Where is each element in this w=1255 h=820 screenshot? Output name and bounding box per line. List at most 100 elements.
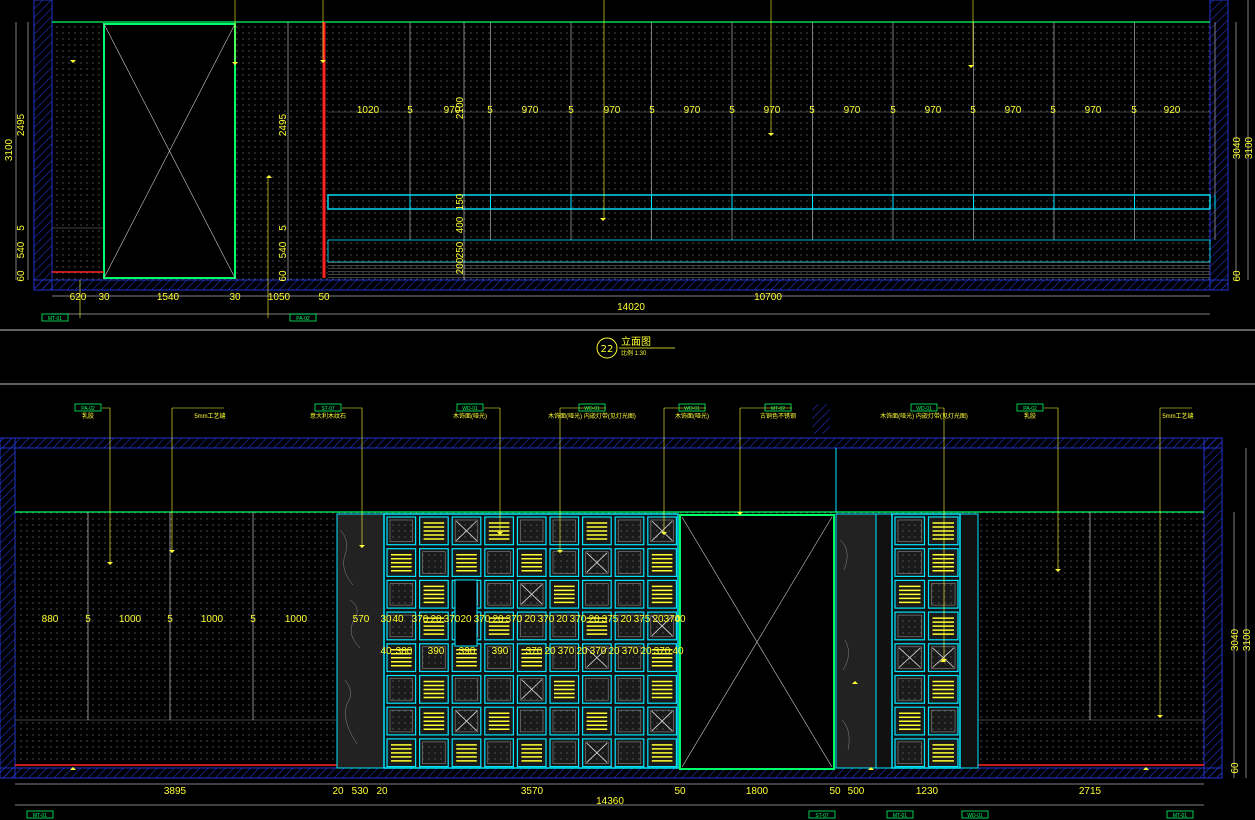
- cell-panel: [422, 741, 446, 764]
- dim-label: 1000: [285, 614, 308, 625]
- cell-cross: [455, 520, 478, 541]
- dim-label: 10700: [754, 292, 782, 303]
- dim-label: 5: [167, 614, 173, 625]
- dim-label: 40: [380, 646, 392, 657]
- dim-label: 3570: [521, 786, 544, 797]
- cell-panel: [520, 614, 544, 638]
- dim-label: 1020: [357, 105, 380, 116]
- cell-panel: [552, 614, 576, 638]
- dim-label: 370: [664, 614, 681, 625]
- cell-panel: [487, 646, 511, 669]
- v-dim: 200: [455, 257, 466, 274]
- dim-label: 530: [352, 786, 369, 797]
- dim-label: 1050: [268, 292, 291, 303]
- cell-panel: [487, 551, 511, 574]
- callout-note: 木饰面(哑光): [675, 412, 709, 420]
- dim-label: 970: [684, 105, 701, 116]
- callout-code: PA-02: [81, 406, 95, 412]
- dim-label: 40: [672, 646, 684, 657]
- callout: 5mm工艺缝: [1157, 407, 1194, 718]
- dim-label: 5: [487, 105, 493, 116]
- section-name: 立面图: [621, 335, 651, 348]
- cell-panel: [897, 678, 922, 701]
- cell-panel: [617, 614, 642, 638]
- bottom-tag-box: [961, 810, 989, 819]
- left-wall-hatch-b: [0, 437, 16, 779]
- cell-panel: [454, 678, 479, 701]
- bottom-tag-box: [1166, 810, 1194, 819]
- v-dim: 3100: [1244, 136, 1255, 159]
- dim-label: 970: [1085, 105, 1102, 116]
- cell-panel: [552, 551, 576, 574]
- cell-panel: [617, 741, 642, 764]
- v-dim: 400: [455, 216, 466, 233]
- dim-label: 20: [608, 646, 620, 657]
- v-dim: 540: [278, 241, 289, 258]
- v-dim: 60: [278, 270, 289, 282]
- dim-label: 50: [829, 786, 841, 797]
- dim-label: 20: [460, 614, 472, 625]
- cell-panel: [617, 646, 642, 669]
- dim-label: 5: [407, 105, 413, 116]
- dim-label: 970: [444, 105, 461, 116]
- cell-cross: [455, 710, 478, 732]
- cell-panel: [552, 709, 576, 733]
- dim-label: 5: [729, 105, 735, 116]
- v-dim: 60: [16, 270, 27, 282]
- cell-cross: [521, 679, 543, 700]
- callout-code: ST-07: [321, 406, 335, 412]
- bottom-tag-box: [26, 810, 54, 819]
- cell-panel: [520, 709, 544, 733]
- dim-label: 970: [764, 105, 781, 116]
- callout-note: 5mm工艺缝: [194, 412, 225, 420]
- dim-label: 5: [568, 105, 574, 116]
- cell-panel: [552, 519, 576, 543]
- dim-label: 970: [925, 105, 942, 116]
- v-dim: 150: [455, 193, 466, 210]
- cell-panel: [897, 741, 922, 764]
- dim-label: 20: [576, 646, 588, 657]
- v-dim: 3040: [1232, 136, 1243, 159]
- dim-label: 20: [588, 614, 600, 625]
- v-dim: 250: [455, 241, 466, 258]
- bottom-tag: WD-01: [967, 813, 983, 819]
- dim-label: 620: [70, 292, 87, 303]
- cell-panel: [520, 519, 544, 543]
- cell-panel: [422, 551, 446, 574]
- callout-code: MT-02: [771, 406, 785, 412]
- dim-label: 370: [570, 614, 587, 625]
- cell-panel: [617, 678, 642, 701]
- cell-panel: [585, 583, 609, 606]
- cell-panel: [389, 614, 413, 638]
- cell-panel: [897, 519, 922, 543]
- cell-cross: [521, 584, 543, 605]
- tag-mt01: MT-01: [48, 316, 62, 322]
- dim-label: 5: [809, 105, 815, 116]
- callout-code: WD-01: [916, 406, 932, 412]
- v-dim: 60: [1230, 762, 1241, 774]
- cell-panel: [487, 741, 511, 764]
- top-total-dim: 14020: [617, 302, 645, 313]
- cell-cross: [586, 647, 608, 668]
- callout-note: 意大利木纹石: [310, 412, 346, 420]
- dim-label: 5: [970, 105, 976, 116]
- dim-label: 970: [844, 105, 861, 116]
- dim-label: 390: [459, 646, 476, 657]
- cell-panel: [897, 614, 922, 638]
- dim-label: 50: [674, 786, 686, 797]
- dim-label: 20: [524, 614, 536, 625]
- cell-panel: [617, 551, 642, 574]
- cell-panel: [897, 551, 922, 574]
- section-title: 22 立面图 比例 1:30: [596, 335, 675, 359]
- dim-label: 40: [392, 614, 404, 625]
- dim-label: 570: [353, 614, 370, 625]
- marble-column-right: [835, 513, 877, 769]
- right-wall-hatch-b: [1203, 437, 1223, 779]
- dim-label: 370: [412, 614, 429, 625]
- dim-label: 50: [318, 292, 330, 303]
- callout-note: 古铜色不锈钢: [760, 412, 796, 420]
- cell-panel: [389, 709, 413, 733]
